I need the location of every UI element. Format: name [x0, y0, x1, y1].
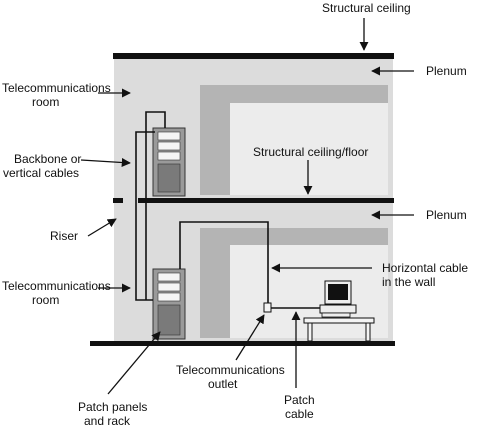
- label-structural-ceiling: Structural ceiling: [322, 1, 411, 15]
- label-telecom-outlet-2: outlet: [208, 377, 238, 391]
- structural-ceiling-slab: [113, 53, 394, 59]
- label-plenum-mid: Plenum: [426, 208, 467, 222]
- upper-rack: [152, 127, 186, 197]
- label-telecom-room-bottom-1: Telecommunications: [2, 279, 111, 293]
- label-telecom-room-top-1: Telecommunications: [2, 81, 111, 95]
- lower-ceiling-bevel: [200, 228, 388, 338]
- label-horizontal-cable-2: in the wall: [382, 275, 435, 289]
- label-horizontal-cable-1: Horizontal cable: [382, 261, 468, 275]
- horizontal-cable: [179, 221, 269, 306]
- label-telecom-outlet-1: Telecommunications: [176, 363, 285, 377]
- label-plenum-top: Plenum: [426, 64, 467, 78]
- label-structural-ceiling-floor: Structural ceiling/floor: [253, 145, 368, 159]
- label-patch-cable-2: cable: [285, 407, 314, 421]
- label-patch-panels-1: Patch panels: [78, 400, 147, 414]
- workstation: [303, 280, 375, 342]
- ground-floor-slab: [90, 341, 395, 346]
- riser-slab-stub: [113, 198, 123, 203]
- label-riser: Riser: [50, 229, 78, 243]
- label-backbone-2: vertical cables: [3, 166, 79, 180]
- lower-rack: [152, 268, 186, 340]
- telecom-outlet: [263, 302, 272, 313]
- upper-ceiling-bevel: [200, 85, 388, 195]
- backbone-cables: [135, 111, 166, 301]
- label-patch-cable-1: Patch: [284, 393, 315, 407]
- label-patch-panels-2: and rack: [84, 414, 131, 428]
- label-telecom-room-top-2: room: [32, 95, 59, 109]
- upper-room-ceiling: [230, 103, 388, 195]
- callout-arrows: [80, 18, 414, 395]
- mid-floor-slab: [138, 198, 394, 203]
- label-backbone-1: Backbone or: [14, 152, 81, 166]
- label-telecom-room-bottom-2: room: [32, 293, 59, 307]
